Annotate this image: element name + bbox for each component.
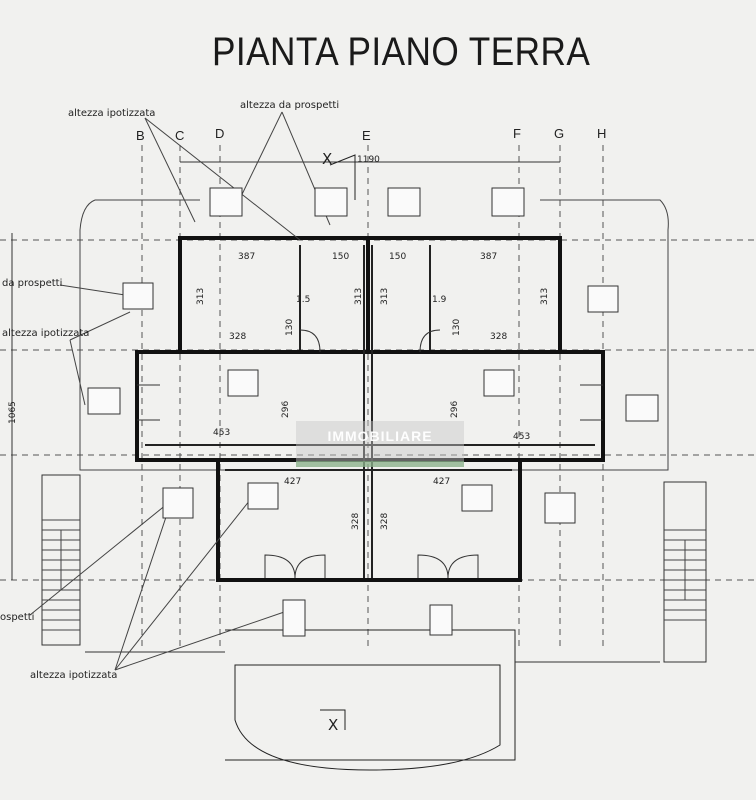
wall-bottom-block xyxy=(216,458,522,582)
grid-label-h: H xyxy=(597,126,607,141)
dim-room-top-right-width: 387 xyxy=(480,252,498,262)
dim-living-right-width: 453 xyxy=(513,432,531,442)
dim-overall-width: 1190 xyxy=(357,155,380,165)
annotation-da-prospetti-left: da prospetti xyxy=(2,278,63,289)
dim-corridor-right: 328 xyxy=(490,332,508,342)
dim-bottom-left-height: 328 xyxy=(351,512,361,530)
dim-room-top-left-height: 313 xyxy=(196,287,206,305)
grid-label-g: G xyxy=(554,126,565,141)
annotation-altezza-da-prospetti-top: altezza da prospetti xyxy=(240,100,340,111)
dim-living-left-width: 453 xyxy=(213,428,231,438)
dim-living-right-height: 296 xyxy=(450,400,460,418)
dim-room-top-mid-left-width: 150 xyxy=(332,252,350,262)
dim-bath-right: 130 xyxy=(452,318,462,336)
annotation-prospetti-bottom: ospetti xyxy=(0,612,35,623)
dim-overall-height: 1065 xyxy=(8,401,18,424)
dim-bottom-right-height: 328 xyxy=(380,512,390,530)
grid-label-f: F xyxy=(513,126,521,141)
grid-label-c: C xyxy=(175,128,185,143)
annotation-altezza-ipotizzata-bottom: altezza ipotizzata xyxy=(30,670,118,681)
annotation-altezza-ipotizzata-left: altezza ipotizzata xyxy=(2,328,90,339)
terrace xyxy=(225,629,516,761)
section-marker-top: X xyxy=(322,150,333,168)
dim-living-left-height: 296 xyxy=(281,400,291,418)
stair-right xyxy=(663,481,707,663)
dim-room-top-mid-left-height: 313 xyxy=(354,287,364,305)
dim-room-top-mid-right-height: 313 xyxy=(380,287,390,305)
grid-label-e: E xyxy=(362,128,371,143)
dim-room-top-right-height: 313 xyxy=(540,287,550,305)
dim-bottom-left-width: 427 xyxy=(284,477,302,487)
page-title: PIANTA PIANO TERRA xyxy=(212,30,591,74)
grid-label-b: B xyxy=(136,128,145,143)
dim-corridor-left: 328 xyxy=(229,332,247,342)
dim-bottom-right-width: 427 xyxy=(433,477,451,487)
annotation-altezza-ipotizzata-top: altezza ipotizzata xyxy=(68,108,156,119)
dim-small-b: 1.9 xyxy=(432,295,447,305)
dim-room-top-mid-right-width: 150 xyxy=(389,252,407,262)
roof-outline xyxy=(79,199,669,471)
watermark-logo: IMMOBILIARE xyxy=(296,421,464,467)
section-marker-bottom: X xyxy=(328,716,339,734)
dim-bath-left: 130 xyxy=(285,318,295,336)
dim-small-a: 1.5 xyxy=(296,295,311,305)
dim-room-top-left-width: 387 xyxy=(238,252,256,262)
grid-label-d: D xyxy=(215,126,225,141)
